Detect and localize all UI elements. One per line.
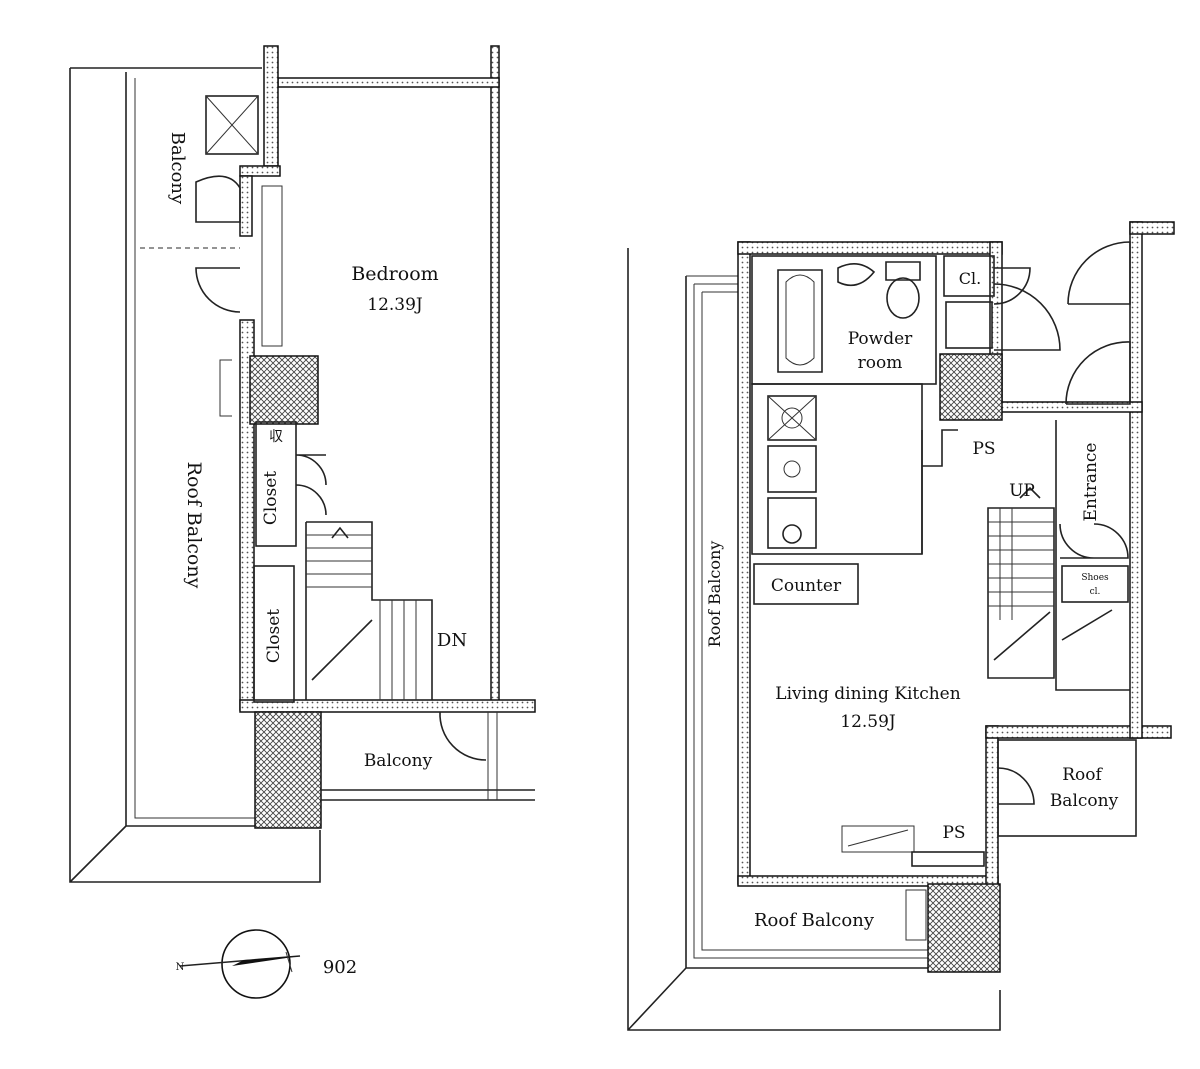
lower-column-hatch-bottom — [927, 883, 1001, 973]
roof-balcony-right-label-line1: Roof — [1062, 765, 1103, 785]
ldk-area-label: 12.59J — [840, 712, 896, 732]
lower-roof-balcony-outline — [627, 248, 1001, 1031]
roof-balcony-right-label-line2: Balcony — [1050, 791, 1119, 811]
lower-floor-plan: Powder room Cl. PS UP Entrance Shoes cl.… — [627, 221, 1175, 1031]
powder-room-label-line1: Powder — [848, 329, 913, 349]
partition-wall-top — [263, 45, 279, 167]
unit-number: 902 — [323, 957, 357, 978]
entrance-label: Entrance — [1081, 443, 1101, 522]
upper-column-hatch — [254, 711, 322, 829]
upper-shaft-hatch — [249, 355, 319, 425]
compass: N 902 — [176, 929, 357, 999]
roof-balcony-bottom-label: Roof Balcony — [754, 910, 875, 931]
upper-roof-balcony-label: Roof Balcony — [183, 462, 205, 589]
compass-circle — [221, 929, 291, 999]
ldk-label: Living dining Kitchen — [775, 684, 960, 704]
upper-floor-plan: Bedroom 12.39J Balcony Roof Balcony Clos… — [69, 45, 536, 883]
compass-needle — [232, 956, 300, 966]
closet-label: Closet — [264, 609, 284, 663]
balcony-bottom-label: Balcony — [364, 751, 433, 771]
upper-stairs — [305, 521, 433, 700]
closet-abbrev-label: Cl. — [959, 269, 981, 288]
closet-small-mark: 収 — [269, 429, 283, 445]
powder-room-label-line2: room — [858, 353, 903, 373]
ldk-wall-left — [737, 241, 751, 885]
compass-north-mark: N — [176, 962, 185, 973]
bedroom-wall-top — [277, 77, 500, 88]
bedroom-wall-right — [490, 45, 500, 707]
upper-roof-balcony-outline — [69, 67, 321, 883]
stairs-down-label: DN — [437, 630, 467, 651]
bedroom-area-label: 12.39J — [367, 295, 423, 315]
roof-balcony-side-label: Roof Balcony — [705, 541, 724, 648]
shoes-closet-label-line2: cl. — [1090, 587, 1101, 597]
balcony-top-label: Balcony — [167, 132, 188, 205]
counter-label: Counter — [771, 576, 842, 596]
lower-shaft-hatch-top — [939, 353, 1003, 421]
lower-stairs — [987, 486, 1129, 679]
closet-small-label: Closet — [261, 471, 281, 525]
bedroom-label: Bedroom — [351, 263, 438, 285]
ps-top-label: PS — [972, 439, 995, 459]
ps-bottom-label: PS — [942, 823, 965, 843]
shoes-closet-label-line1: Shoes — [1081, 573, 1109, 583]
ldk-wall-top — [737, 241, 1003, 255]
stairs-up-label: UP — [1009, 481, 1035, 501]
